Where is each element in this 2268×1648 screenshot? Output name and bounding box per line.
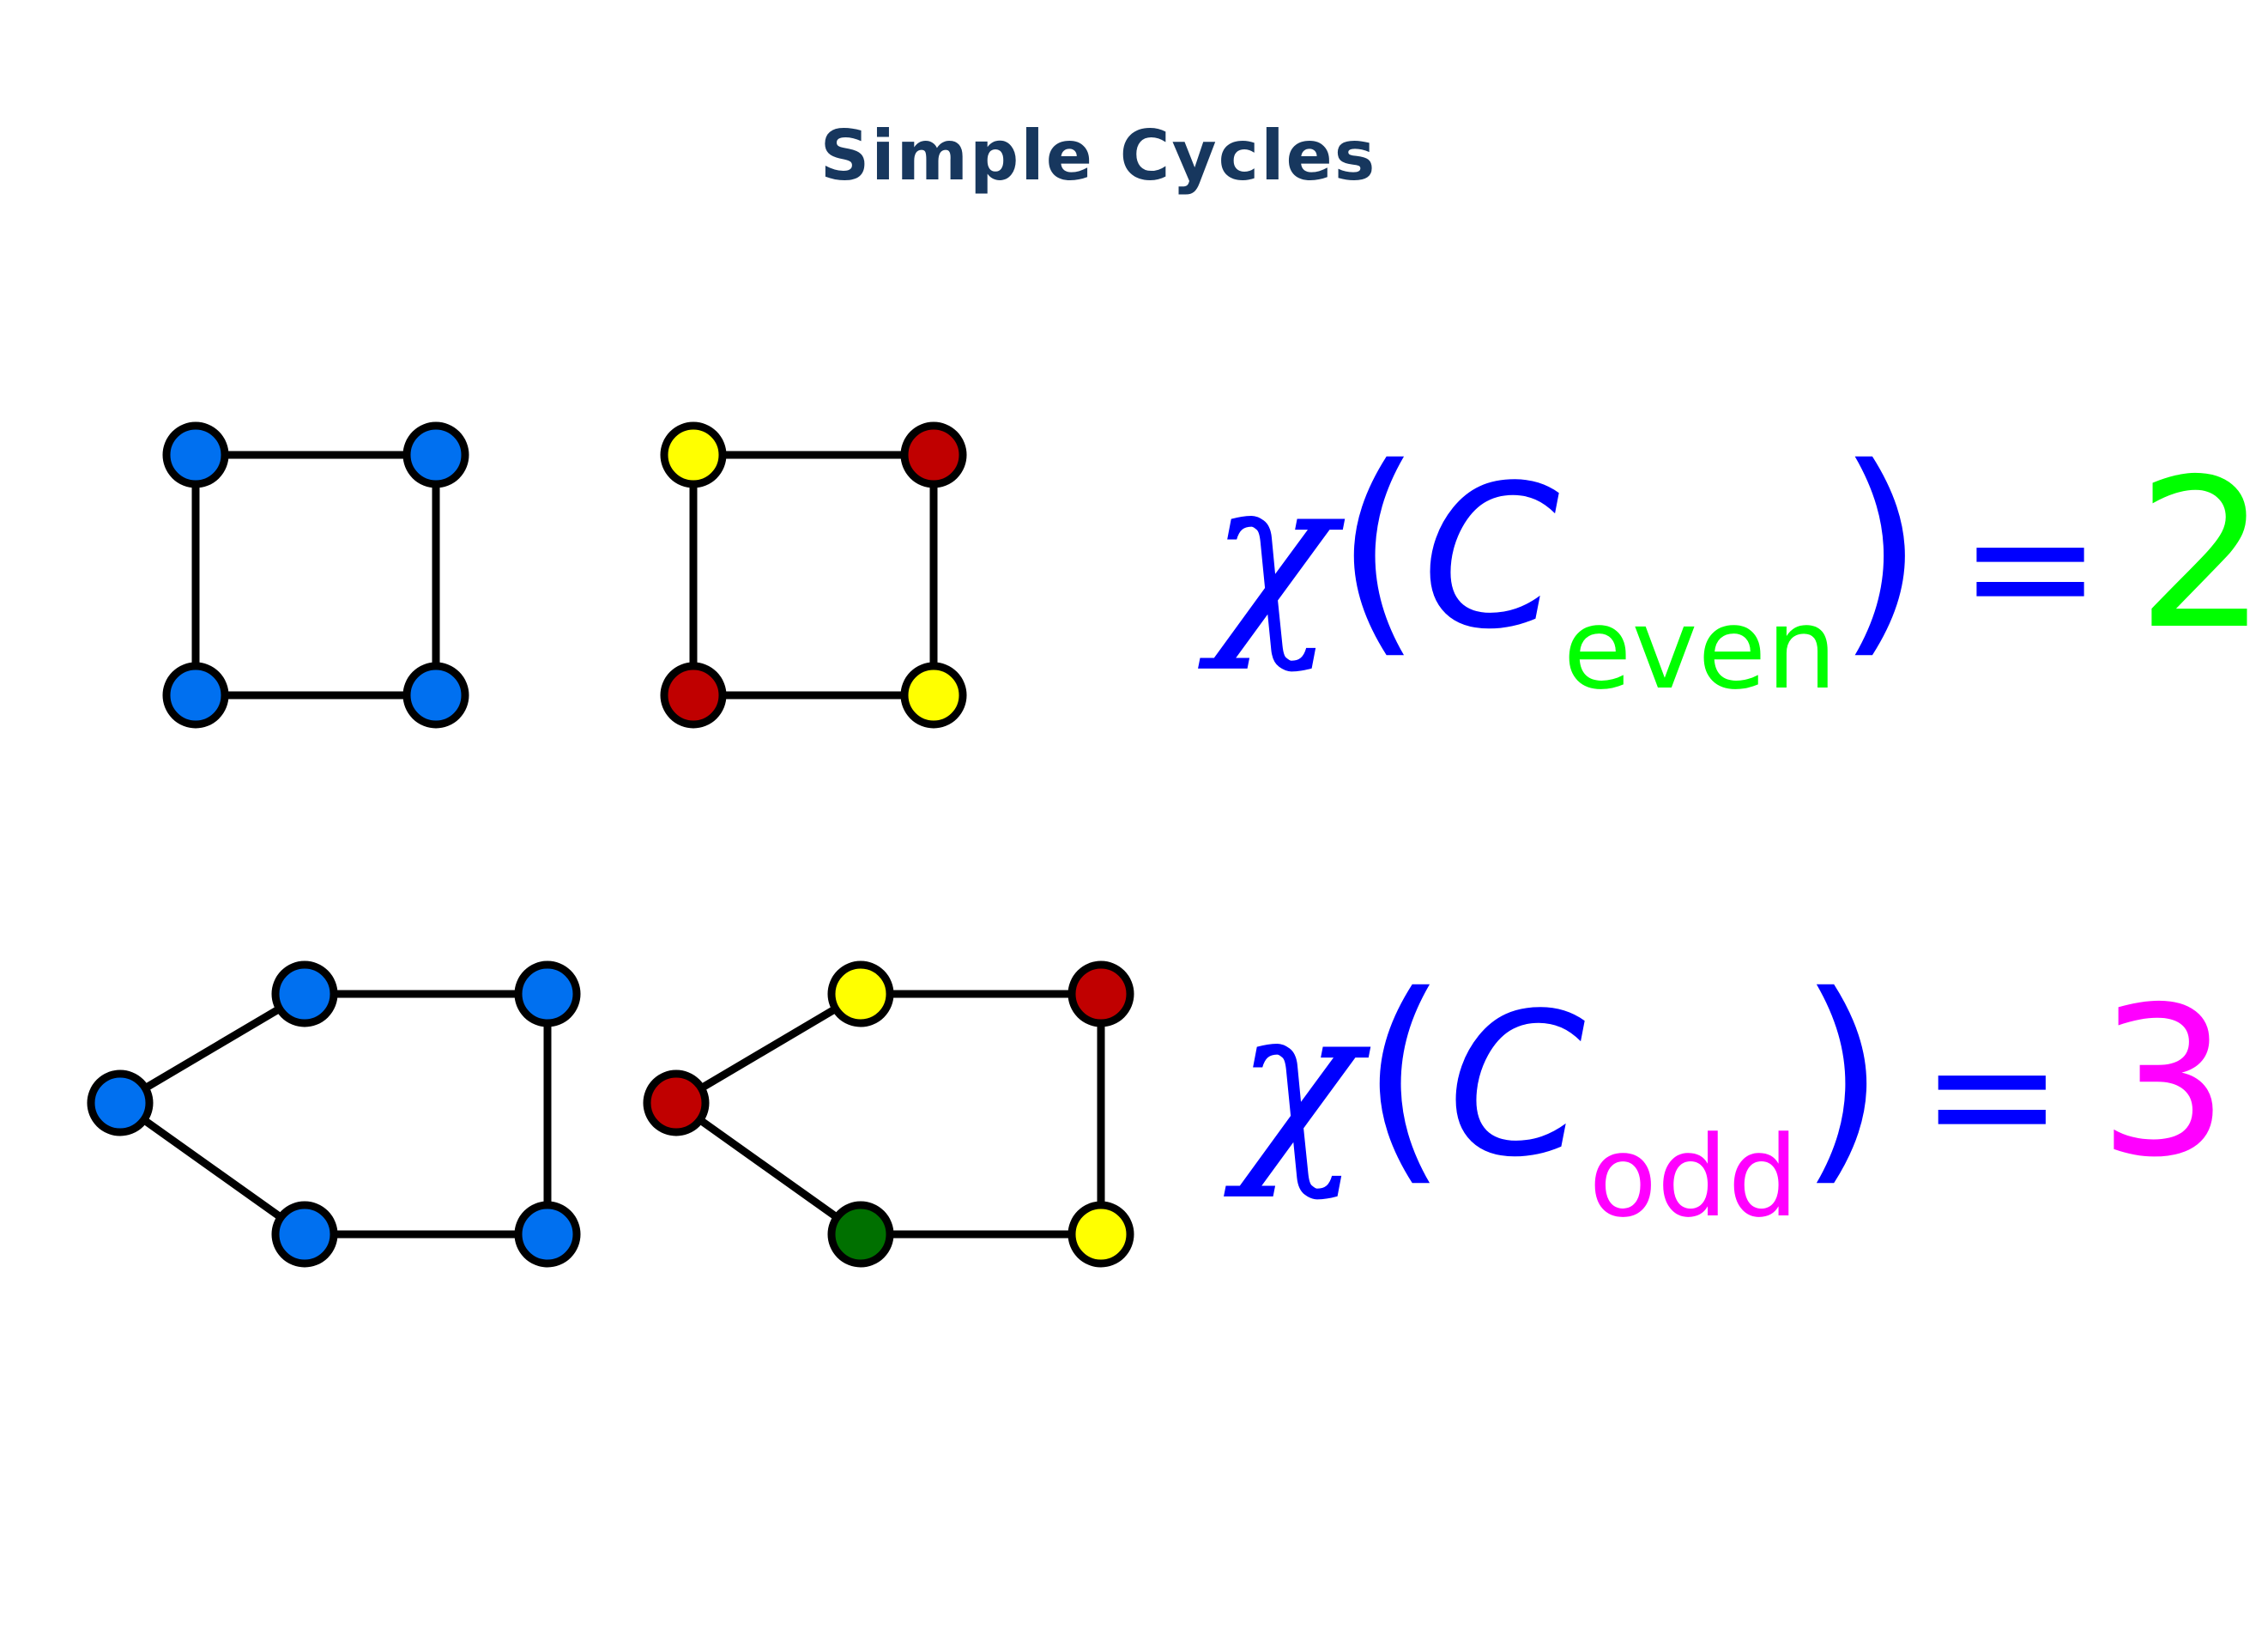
graph-edge bbox=[118, 991, 307, 1106]
graph-vertex bbox=[271, 960, 338, 1027]
graph-vertex bbox=[162, 662, 229, 729]
graph-vertex bbox=[660, 421, 727, 488]
formula-even: χ(Ceven)=2 bbox=[1210, 438, 2268, 705]
open-paren: ( bbox=[1334, 420, 1422, 679]
graph-vertex bbox=[402, 421, 469, 488]
chi-symbol: χ bbox=[1236, 962, 1361, 1203]
equals-sign: = bbox=[1958, 467, 2102, 667]
graph-vertex bbox=[402, 662, 469, 729]
graph-vertex bbox=[514, 1201, 581, 1268]
page-title: Simple Cycles bbox=[820, 116, 1377, 196]
graph-vertex bbox=[1067, 960, 1134, 1027]
graph-vertex bbox=[162, 421, 229, 488]
graph-edge bbox=[674, 991, 863, 1106]
chromatic-number-odd: 3 bbox=[2098, 962, 2229, 1203]
open-paren: ( bbox=[1360, 948, 1448, 1207]
graph-vertex bbox=[643, 1069, 710, 1136]
graph-vertex bbox=[660, 662, 727, 729]
graph-vertex bbox=[271, 1201, 338, 1268]
even-cycle-uncolored bbox=[162, 421, 469, 729]
graph-vertex bbox=[87, 1069, 154, 1136]
graph-vertex bbox=[514, 960, 581, 1027]
cycle-variable: C bbox=[1421, 444, 1560, 673]
graph-vertex bbox=[900, 662, 967, 729]
close-paren: ) bbox=[1799, 948, 1886, 1207]
graph-edge bbox=[674, 1100, 863, 1238]
odd-cycle-colored bbox=[643, 960, 1134, 1268]
graph-vertex bbox=[827, 960, 894, 1027]
graph-vertex bbox=[900, 421, 967, 488]
odd-cycle-uncolored bbox=[87, 960, 581, 1268]
cycle-graphs bbox=[87, 421, 1134, 1268]
graph-vertex bbox=[827, 1201, 894, 1268]
chromatic-number-even: 2 bbox=[2136, 434, 2268, 675]
even-cycle-colored bbox=[660, 421, 967, 729]
even-subscript: even bbox=[1563, 583, 1837, 714]
graph-edge bbox=[118, 1100, 307, 1238]
close-paren: ) bbox=[1836, 420, 1925, 679]
odd-subscript: odd bbox=[1588, 1111, 1799, 1242]
equals-sign: = bbox=[1920, 995, 2065, 1195]
formula-odd: χ(Codd)=3 bbox=[1236, 966, 2229, 1233]
chi-symbol: χ bbox=[1210, 434, 1335, 675]
cycle-variable: C bbox=[1447, 972, 1586, 1201]
graph-vertex bbox=[1067, 1201, 1134, 1268]
